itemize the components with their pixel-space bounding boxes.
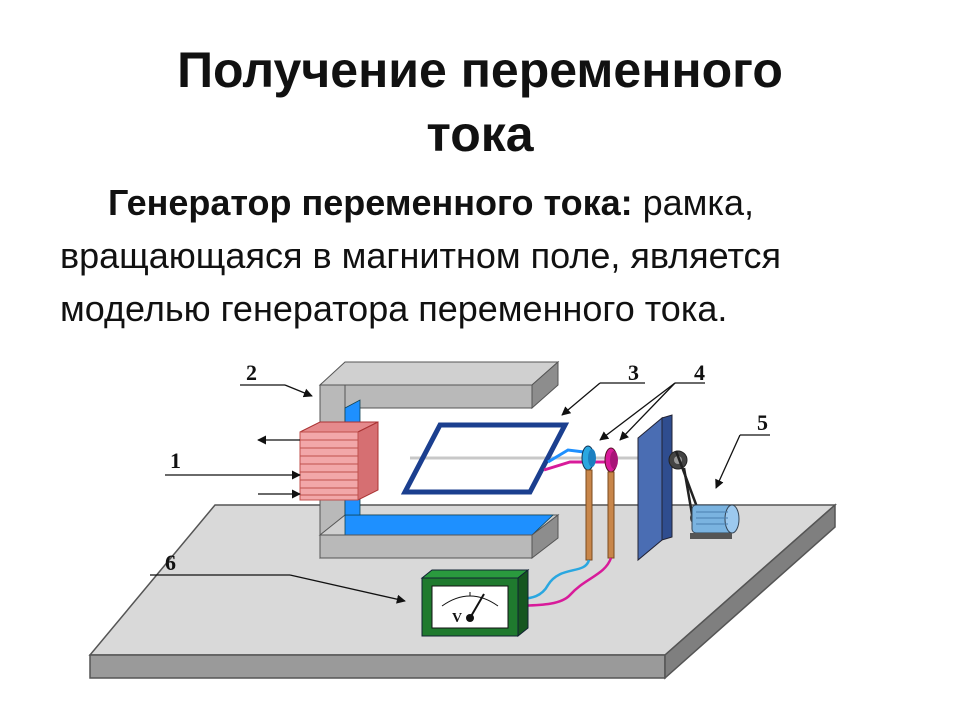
voltmeter-symbol: V bbox=[452, 611, 462, 626]
description-text: Генератор переменного тока: рамка, враща… bbox=[60, 176, 900, 366]
leader-lines bbox=[150, 382, 770, 604]
voltmeter: V bbox=[420, 568, 530, 638]
label-4: 4 bbox=[694, 360, 705, 385]
rotating-frame bbox=[400, 422, 570, 495]
support-plate bbox=[637, 414, 673, 562]
description-rest: рамка, вращающаяся в магнитном поле, явл… bbox=[60, 182, 782, 329]
label-6: 6 bbox=[165, 550, 176, 575]
slip-rings bbox=[581, 445, 618, 473]
motor bbox=[690, 504, 740, 539]
title-line-1: Получение переменного bbox=[177, 42, 783, 98]
label-2: 2 bbox=[246, 360, 257, 385]
frame-leads bbox=[543, 448, 606, 472]
label-5: 5 bbox=[757, 410, 768, 435]
coil bbox=[299, 421, 379, 501]
description-bold: Генератор переменного тока: bbox=[108, 182, 633, 223]
page-title: Получение переменного тока bbox=[0, 38, 960, 166]
title-line-2: тока bbox=[426, 106, 534, 162]
label-1: 1 bbox=[170, 448, 181, 473]
label-3: 3 bbox=[628, 360, 639, 385]
